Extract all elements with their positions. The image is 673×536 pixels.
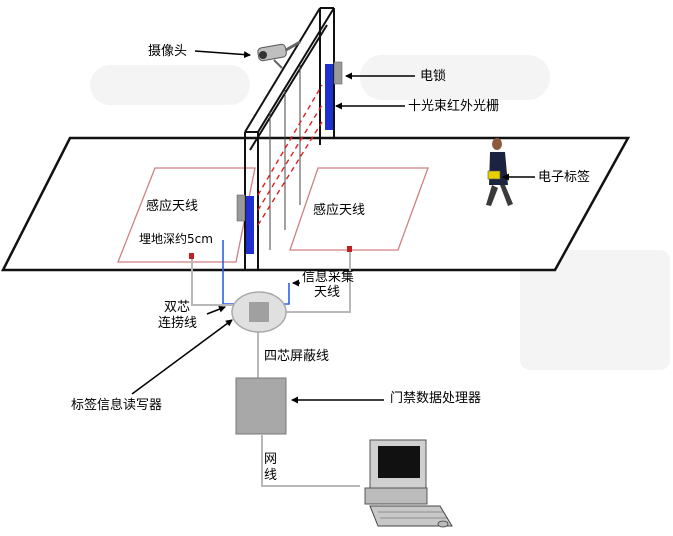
label-info-antenna-1: 信息采集 xyxy=(302,270,355,285)
arrow-twin-cable xyxy=(206,305,226,315)
gate-inner-lines xyxy=(269,65,301,250)
label-four-core-cable: 四芯屏蔽线 xyxy=(264,349,330,364)
infrared-beams xyxy=(257,84,323,226)
label-antenna-left: 感应天线 xyxy=(146,199,199,214)
antenna-terminal-left xyxy=(189,253,194,259)
access-data-processor xyxy=(235,377,287,435)
electric-lock-front xyxy=(236,194,246,222)
label-electronic-tag: 电子标签 xyxy=(538,170,591,185)
label-antenna-right: 感应天线 xyxy=(313,203,366,218)
label-electric-lock: 电锁 xyxy=(420,69,447,84)
floor-area xyxy=(0,136,631,272)
camera-icon xyxy=(257,40,301,69)
arrow-camera xyxy=(194,50,251,59)
arrow-reader xyxy=(131,319,233,395)
label-access-processor: 门禁数据处理器 xyxy=(390,391,482,406)
label-twin-cable-1: 双芯 xyxy=(164,300,191,315)
label-light-curtain: 十光束红外光栅 xyxy=(408,99,500,114)
label-network-cable-2: 线 xyxy=(264,468,278,483)
electric-lock-back xyxy=(333,61,343,85)
light-curtain-front xyxy=(246,196,254,254)
antenna-loop-left xyxy=(117,167,256,263)
label-twin-cable-2: 连捞线 xyxy=(158,316,198,331)
background-ghosts xyxy=(90,55,670,370)
label-tag-reader: 标签信息读写器 xyxy=(71,398,163,413)
annotation-arrows xyxy=(131,50,535,404)
tag-reader-device xyxy=(231,291,287,333)
computer-icon xyxy=(364,439,453,528)
label-camera: 摄像头 xyxy=(148,44,188,59)
label-network-cable-1: 网 xyxy=(264,452,278,467)
antenna-terminal-right xyxy=(347,246,352,252)
antenna-loop-right xyxy=(289,167,429,251)
label-burial-depth: 埋地深约5cm xyxy=(139,232,213,246)
light-curtain-back xyxy=(325,64,333,130)
label-info-antenna-2: 天线 xyxy=(314,285,341,300)
gray-cables xyxy=(191,252,360,487)
